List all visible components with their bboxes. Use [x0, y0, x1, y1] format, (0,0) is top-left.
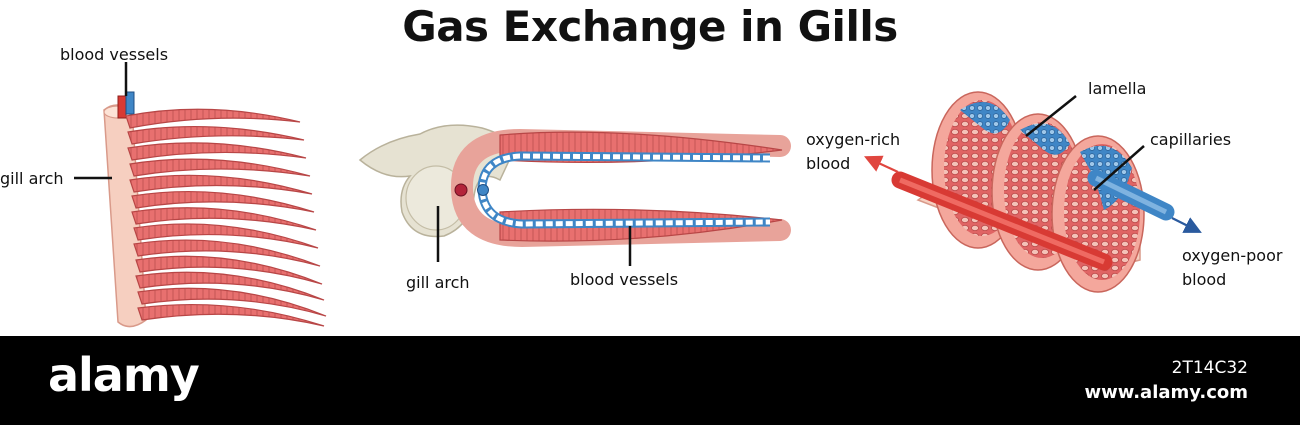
oxygen-rich-node — [454, 183, 468, 197]
lamella-closeup-figure — [864, 91, 1202, 293]
watermark-site: www.alamy.com — [1084, 382, 1248, 403]
lamella-label: lamella — [1088, 79, 1147, 98]
oxygen-rich-arrow — [864, 155, 899, 173]
capillaries-leader — [1093, 145, 1145, 191]
gill-filaments — [125, 108, 327, 327]
oxygen-poor-vessel-stub — [125, 91, 135, 115]
oxygen-rich-label-line2: blood — [806, 154, 851, 173]
oxygen-rich-vessel-stub — [117, 95, 127, 119]
oxygen-rich-label-line1: oxygen-rich — [806, 130, 901, 149]
gill-arch-filaments-figure — [74, 62, 327, 328]
oxygen-poor-arrow — [1171, 217, 1202, 233]
oxygen-poor-label-line1: oxygen-poor — [1182, 246, 1283, 265]
gill-arch-middle-label: gill arch — [406, 273, 470, 292]
capillaries-label: capillaries — [1150, 130, 1232, 149]
diagram-title: Gas Exchange in Gills — [402, 2, 898, 51]
watermark-brand: alamy — [48, 348, 200, 402]
gill-cross-section-figure — [358, 124, 791, 266]
diagram-canvas — [74, 62, 1202, 328]
watermark-image-id: 2T14C32 — [1171, 358, 1248, 378]
blood-vessels-top-label: blood vessels — [60, 45, 169, 64]
gill-arch-left-label: gill arch — [0, 169, 64, 188]
oxygen-poor-label-line2: blood — [1182, 270, 1227, 289]
blood-vessels-middle-label: blood vessels — [570, 270, 679, 289]
watermark-footer: alamy 2T14C32 www.alamy.com — [0, 336, 1300, 425]
oxygen-poor-node — [477, 184, 489, 196]
lamella-leader — [1025, 95, 1077, 137]
